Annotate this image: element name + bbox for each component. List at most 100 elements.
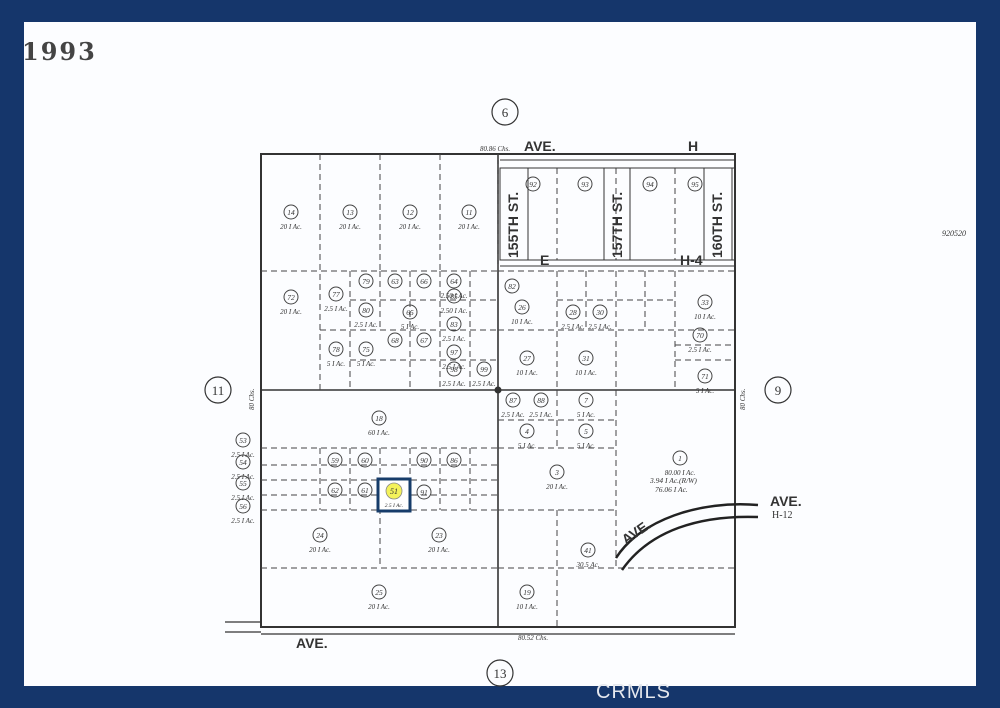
highlighted-parcel[interactable]: 51 2.5 I Ac. <box>378 479 410 511</box>
parcel-circle <box>533 392 549 408</box>
parcel-77[interactable]: 772.5 I Ac. <box>324 286 348 313</box>
parcel-circle <box>327 452 343 468</box>
parcel-acres: 60 I Ac. <box>368 429 390 437</box>
parcel-3[interactable]: 320 I Ac. <box>546 464 568 491</box>
section-label-top[interactable]: 6 <box>491 98 519 126</box>
parcel-30[interactable]: 302.5 I Ac. <box>588 304 612 331</box>
parcel-circle <box>235 454 251 470</box>
parcel-83[interactable]: 832.5 I Ac. <box>442 316 466 343</box>
parcel-circle <box>672 450 688 466</box>
parcel-acres: 2.5 I Ac. <box>231 473 255 481</box>
parcel-circle <box>387 273 403 289</box>
parcel-98[interactable]: 982.5 I Ac. <box>442 361 466 388</box>
parcel-95[interactable]: 95 <box>687 176 703 192</box>
parcel-4[interactable]: 45 I Ac. <box>518 423 537 450</box>
parcel-7[interactable]: 75 I Ac. <box>577 392 596 419</box>
parcel-1[interactable]: 180.00 I Ac. <box>665 450 696 477</box>
parcel-80[interactable]: 802.5 I Ac. <box>354 302 378 329</box>
parcel-56[interactable]: 56 2.5 I Ac. <box>231 498 255 525</box>
parcel-90[interactable]: 90 <box>416 452 432 468</box>
parcel-87[interactable]: 872.5 I Ac. <box>501 392 525 419</box>
svg-text:11: 11 <box>212 383 225 398</box>
parcel-number: 88 <box>537 396 545 405</box>
parcel-acres: 2.5 I Ac. <box>231 517 255 525</box>
parcel-5[interactable]: 55 I Ac. <box>577 423 596 450</box>
parcel-99[interactable]: 992.5 I Ac. <box>472 361 496 388</box>
parcel-circle <box>416 484 432 500</box>
parcel-78[interactable]: 785 I Ac. <box>327 341 346 368</box>
bottom-road <box>225 622 735 634</box>
parcel-number: 75 <box>362 345 370 354</box>
parcel-number: 13 <box>346 208 354 217</box>
parcel-number: 56 <box>239 502 247 511</box>
parcel-circle <box>235 475 251 491</box>
parcel-65[interactable]: 655 I Ac. <box>401 304 420 331</box>
parcel-acres: 10 I Ac. <box>511 318 533 326</box>
parcel-79[interactable]: 79 <box>358 273 374 289</box>
parcel-63[interactable]: 63 <box>387 273 403 289</box>
parcel-circle <box>235 498 251 514</box>
parcel-91[interactable]: 91 <box>416 484 432 500</box>
section-label-left[interactable]: 11 <box>204 376 232 404</box>
parcel-64[interactable]: 642.50 I Ac. <box>440 273 468 300</box>
parcel-circle <box>461 204 477 220</box>
parcel-circle <box>446 344 462 360</box>
parcel-circle <box>283 289 299 305</box>
parcel-55[interactable]: 552.5 I Ac. <box>231 475 255 502</box>
parcel-68[interactable]: 68 <box>387 332 403 348</box>
parcel-88[interactable]: 882.5 I Ac. <box>529 392 553 419</box>
parcel-number: 90 <box>420 456 428 465</box>
parcel-97[interactable]: 972.5 I Ac. <box>442 344 466 371</box>
parcel-circle <box>446 452 462 468</box>
parcel-acres: 5 I Ac. <box>401 323 420 331</box>
parcel-acres: 20 I Ac. <box>428 546 450 554</box>
parcel-86[interactable]: 86 <box>446 452 462 468</box>
highlighted-parcel-number: 51 <box>390 487 398 496</box>
parcel-70[interactable]: 702.5 I Ac. <box>688 327 712 354</box>
parcel-62[interactable]: 62 <box>327 482 343 498</box>
parcel-94[interactable]: 94 <box>642 176 658 192</box>
section-label-bottom[interactable]: 13 <box>486 659 514 687</box>
parcel-85[interactable]: 852.50 I Ac. <box>440 288 468 315</box>
bottom-ave-label: AVE. <box>296 635 328 651</box>
parcel-93[interactable]: 93 <box>577 176 593 192</box>
parcel-75[interactable]: 755 I Ac. <box>357 341 376 368</box>
parcel-circle <box>642 176 658 192</box>
street-157th: 157TH ST. <box>609 192 625 258</box>
parcel-67[interactable]: 67 <box>416 332 432 348</box>
parcel-circle <box>416 452 432 468</box>
parcel-66[interactable]: 66 <box>416 273 432 289</box>
parcel-92[interactable]: 92 <box>525 176 541 192</box>
parcel-54[interactable]: 542.5 I Ac. <box>231 454 255 481</box>
parcel-circle <box>235 432 251 448</box>
parcel-60[interactable]: 60 <box>357 452 373 468</box>
section-label-right[interactable]: 9 <box>764 376 792 404</box>
parcel-28[interactable]: 282.5 I Ac. <box>561 304 585 331</box>
parcel-number: 68 <box>391 336 399 345</box>
parcel-71[interactable]: 715 I Ac. <box>696 368 715 395</box>
parcel-number: 7 <box>584 396 588 405</box>
parcel-circle <box>525 176 541 192</box>
parcel-acres: 5 I Ac. <box>518 442 537 450</box>
parcel-82[interactable]: 82 <box>504 278 520 294</box>
parcel-61[interactable]: 61 <box>357 482 373 498</box>
parcel-circle <box>357 482 373 498</box>
parcel-59[interactable]: 59 <box>327 452 343 468</box>
parcel-acres: 2.5 I Ac. <box>442 335 466 343</box>
